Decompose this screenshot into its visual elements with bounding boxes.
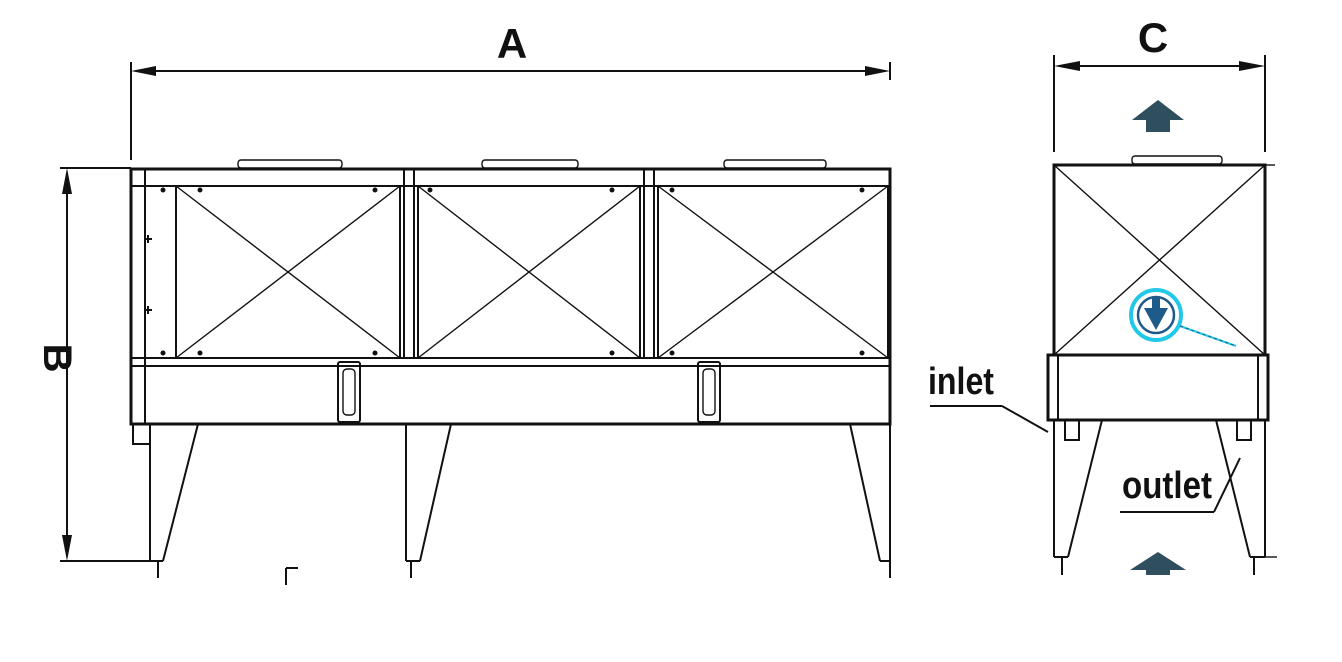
dimension-b: B — [35, 167, 150, 562]
outlet-callout: outlet — [1120, 457, 1241, 513]
outlet-label: outlet — [1122, 465, 1212, 507]
dimension-c: C — [1053, 14, 1266, 152]
dimension-a-label: A — [497, 20, 527, 67]
fan-guards — [237, 159, 827, 169]
dimension-a: A — [130, 20, 891, 160]
front-housing — [129, 167, 892, 426]
side-housing — [1046, 163, 1275, 422]
front-view: A B — [35, 20, 892, 585]
bolt-marks — [144, 187, 865, 356]
arrow-up-icon — [1132, 100, 1184, 132]
arrow-up-icon — [1130, 552, 1186, 575]
inlet-callout: inlet — [928, 361, 1049, 433]
side-fan-guard — [1131, 155, 1223, 165]
side-legs — [1053, 419, 1277, 575]
front-legs — [132, 423, 891, 585]
access-slots — [337, 361, 721, 423]
inlet-label: inlet — [928, 361, 994, 403]
dimension-c-label: C — [1138, 14, 1168, 61]
side-view: C — [928, 14, 1277, 575]
dimension-b-label: B — [35, 344, 79, 373]
arrow-down-circle-icon — [1129, 288, 1237, 347]
coil-panels — [175, 170, 889, 359]
